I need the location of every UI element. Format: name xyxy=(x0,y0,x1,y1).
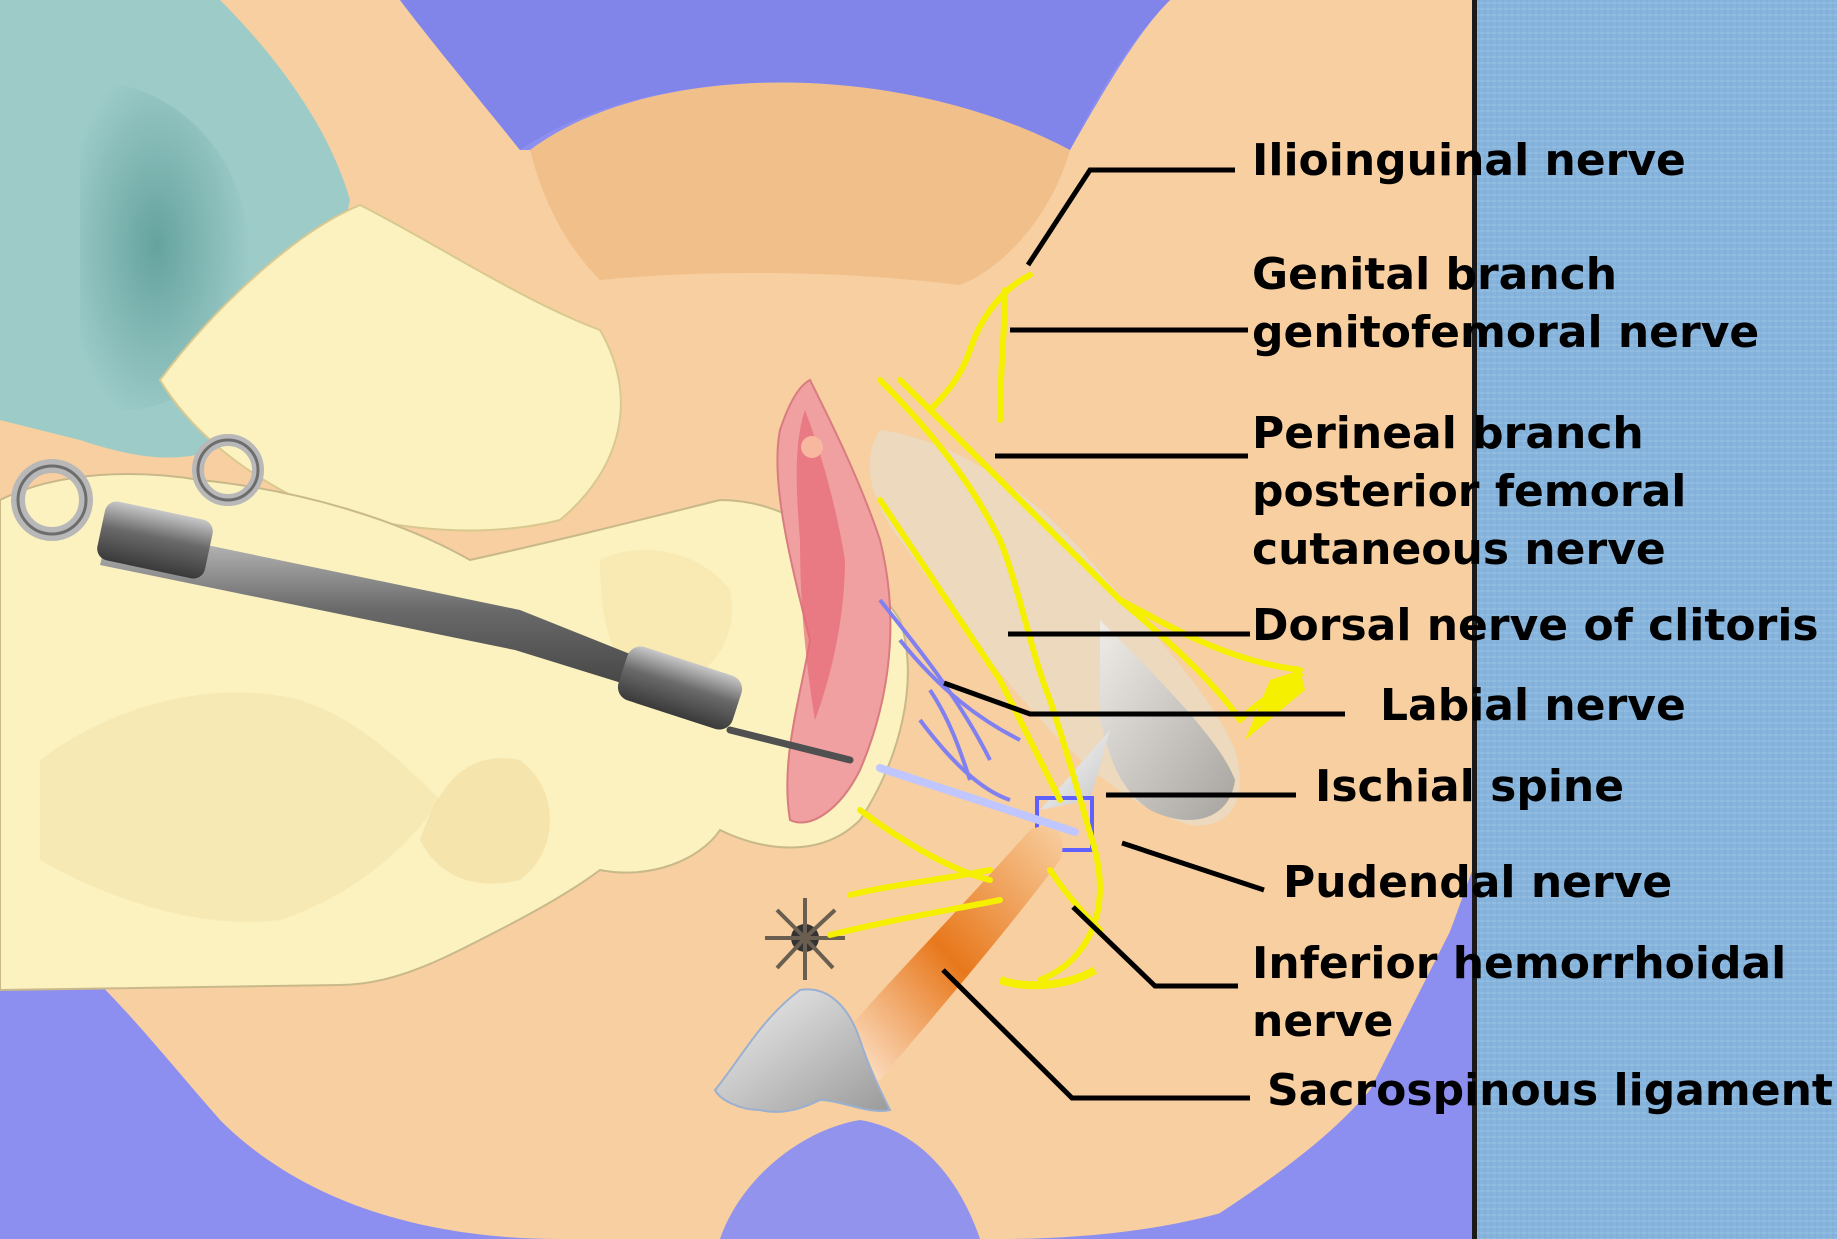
label-pudendal-nerve: Pudendal nerve xyxy=(1283,854,1672,912)
label-sacrospinous-ligament: Sacrospinous ligament xyxy=(1267,1062,1833,1120)
label-dorsal-nerve-of-clitoris: Dorsal nerve of clitoris xyxy=(1252,597,1819,655)
label-perineal-branch: Perineal branch posterior femoral cutane… xyxy=(1252,405,1686,579)
label-inferior-hemorrhoidal-nerve: Inferior hemorrhoidal nerve xyxy=(1252,935,1786,1051)
label-genital-branch: Genital branch genitofemoral nerve xyxy=(1252,246,1759,362)
label-ilioinguinal-nerve: Ilioinguinal nerve xyxy=(1252,132,1686,190)
anus-mark xyxy=(765,898,845,980)
clitoris xyxy=(801,436,823,458)
label-labial-nerve: Labial nerve xyxy=(1380,677,1686,735)
label-ischial-spine: Ischial spine xyxy=(1315,758,1624,816)
